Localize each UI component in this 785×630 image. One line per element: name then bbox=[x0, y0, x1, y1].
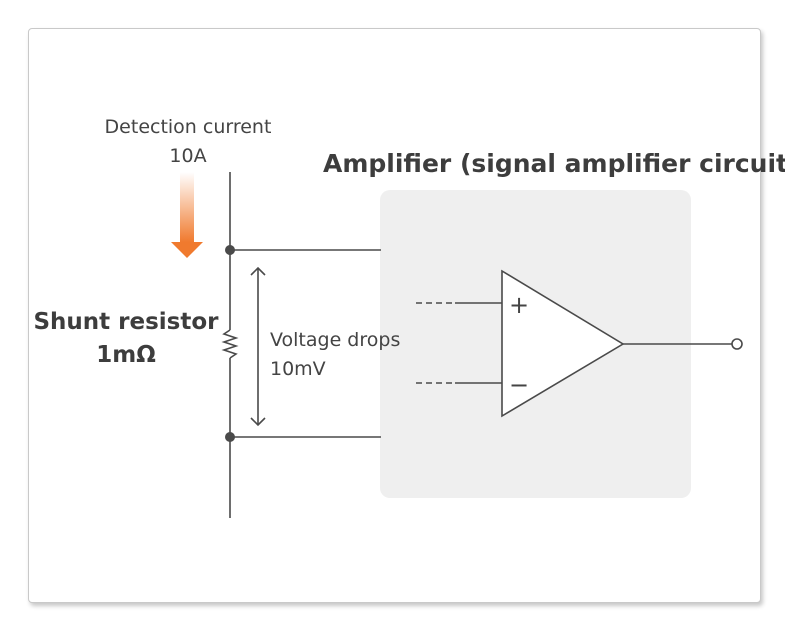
voltage-drop-arrow-icon bbox=[250, 266, 266, 427]
output-terminal-icon bbox=[731, 338, 743, 350]
detection-current-value: 10A bbox=[169, 145, 206, 167]
voltage-drop-label: Voltage drops bbox=[270, 329, 400, 351]
op-amp-icon bbox=[501, 269, 625, 418]
resistor-icon bbox=[221, 329, 239, 359]
shunt-resistor-label: Shunt resistor bbox=[33, 309, 219, 335]
detection-current-label: Detection current bbox=[105, 116, 272, 138]
voltage-drop-value: 10mV bbox=[270, 358, 326, 380]
shunt-resistor-value: 1mΩ bbox=[96, 342, 156, 368]
current-arrow-icon bbox=[171, 172, 203, 258]
plus-sign: + bbox=[509, 291, 529, 319]
minus-sign: − bbox=[509, 371, 529, 399]
amplifier-title: Amplifier (signal amplifier circuit) bbox=[323, 149, 785, 178]
